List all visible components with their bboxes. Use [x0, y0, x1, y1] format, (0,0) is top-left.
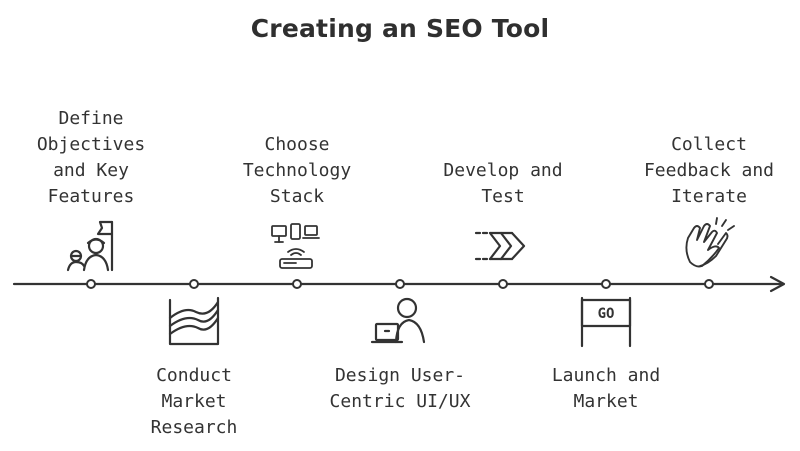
svg-text:GO: GO: [598, 306, 615, 322]
timeline-node-1: [86, 279, 96, 289]
team-flag-icon: [66, 220, 114, 272]
user-laptop-icon: [370, 297, 426, 344]
chevrons-forward-icon: [474, 231, 526, 261]
step-label-define-objectives: Define Objectives and Key Features: [36, 108, 146, 207]
timeline-nodes: [86, 279, 714, 289]
step-label-collect-feedback: Collect Feedback and Iterate: [643, 134, 775, 207]
step-label-launch-market: Launch and Market: [551, 365, 661, 412]
timeline-node-2: [189, 279, 199, 289]
timeline-arrowhead: [769, 275, 786, 293]
step-label-market-research: Conduct Market Research: [150, 365, 238, 438]
step-label-develop-test: Develop and Test: [443, 160, 563, 207]
diagram-title: Creating an SEO Tool: [250, 14, 550, 43]
timeline-node-5: [498, 279, 508, 289]
timeline-node-6: [601, 279, 611, 289]
timeline-node-4: [395, 279, 405, 289]
timeline-node-7: [704, 279, 714, 289]
clapping-hands-icon: [685, 217, 735, 268]
step-label-technology-stack: Choose Technology Stack: [242, 134, 352, 207]
area-chart-icon: [168, 296, 220, 346]
step-label-design-ui-ux: Design User- Centric UI/UX: [329, 365, 471, 412]
timeline-node-3: [292, 279, 302, 289]
devices-network-icon: [271, 223, 320, 269]
go-sign-icon: GO: [580, 296, 632, 348]
